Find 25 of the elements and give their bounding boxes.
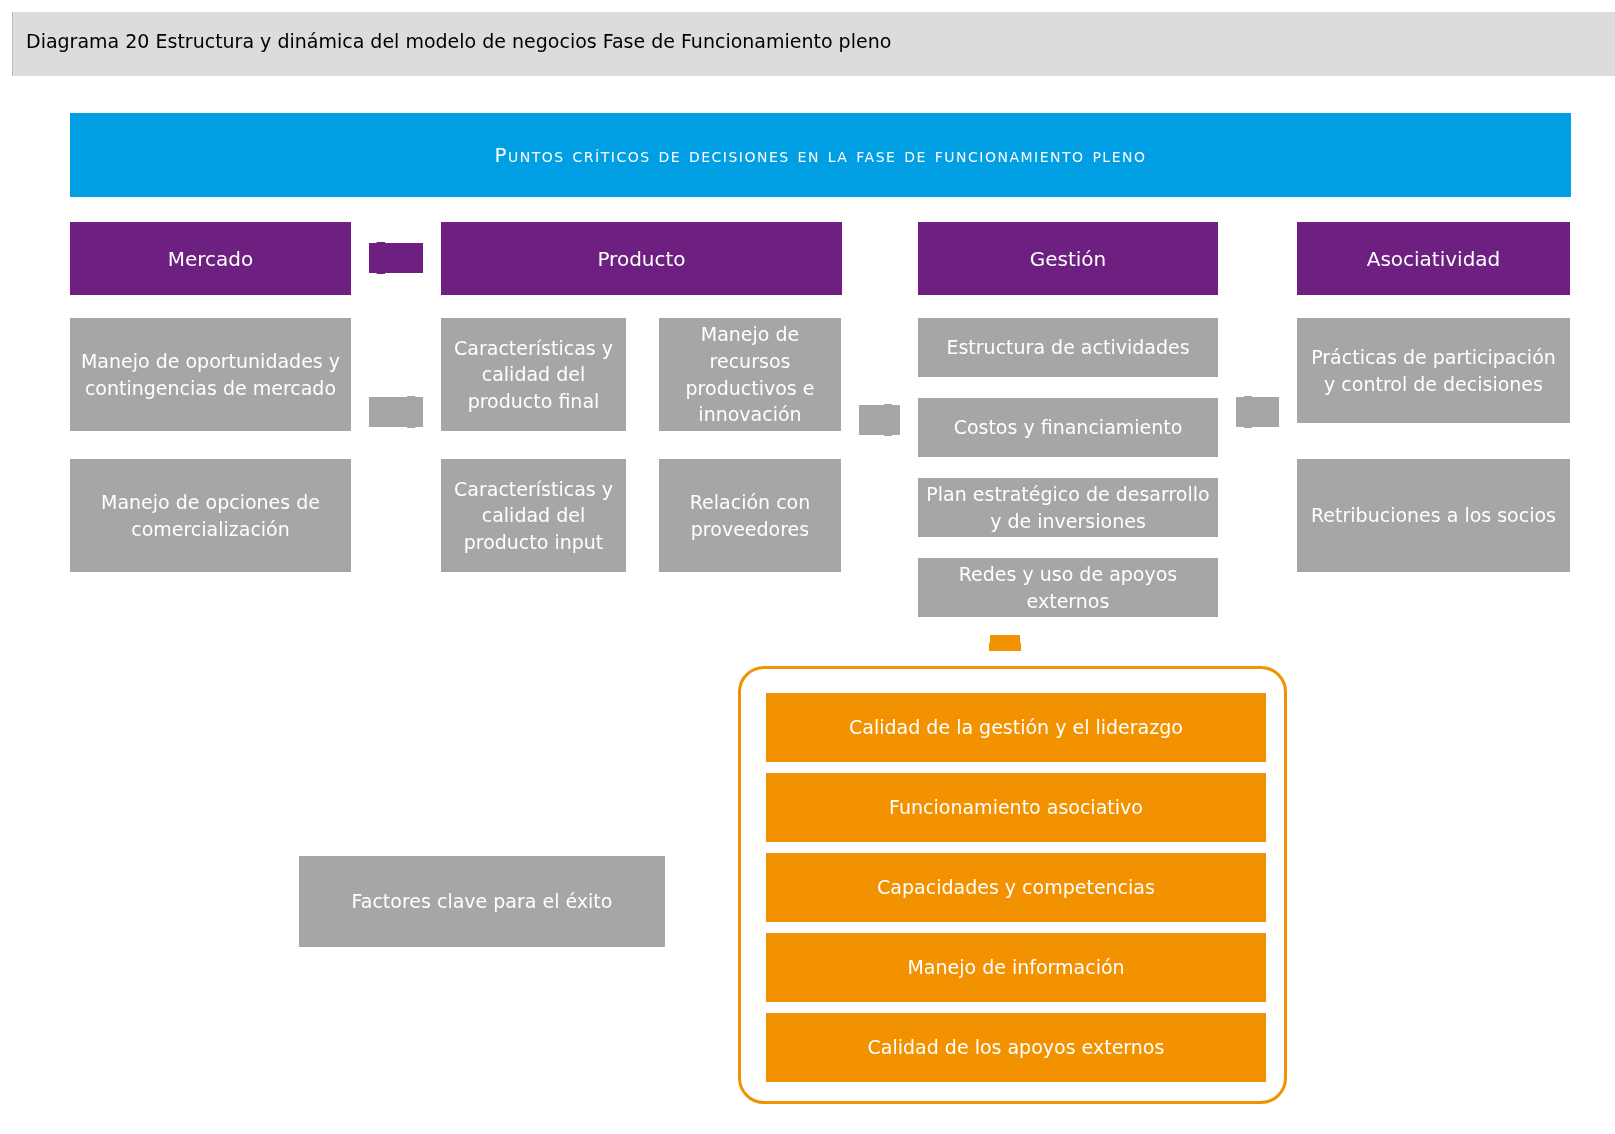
topic-box: Plan estratégico de desarrollo y de inversiones (918, 478, 1218, 537)
topic-box: Costos y financiamiento (918, 398, 1218, 457)
topic-box: Características y calidad del producto final (441, 318, 626, 431)
factor-box: Capacidades y competencias (766, 853, 1266, 922)
factor-box: Manejo de información (766, 933, 1266, 1002)
diagram-title: Diagrama 20 Estructura y dinámica del modelo de negocios Fase de Funcionamiento pleno (26, 30, 892, 52)
topic-box: Estructura de actividades (918, 318, 1218, 377)
topic-box: Características y calidad del producto input (441, 459, 626, 572)
topic-box: Retribuciones a los socios (1297, 459, 1570, 572)
factor-box: Calidad de la gestión y el liderazgo (766, 693, 1266, 762)
topic-box: Manejo de opciones de comercialización (70, 459, 351, 572)
factor-box: Calidad de los apoyos externos (766, 1013, 1266, 1082)
topic-box: Redes y uso de apoyos externos (918, 558, 1218, 617)
topic-box: Manejo de recursos productivos e innovación (659, 318, 841, 431)
category-header: Mercado (70, 222, 351, 295)
banner: Puntos críticos de decisiones en la fase de funcionamiento pleno (70, 113, 1571, 197)
topic-box: Relación con proveedores (659, 459, 841, 572)
category-header: Gestión (918, 222, 1218, 295)
factor-box: Funcionamiento asociativo (766, 773, 1266, 842)
category-header: Producto (441, 222, 842, 295)
category-header: Asociatividad (1297, 222, 1570, 295)
topic-box: Manejo de oportunidades y contingencias de mercado (70, 318, 351, 431)
topic-box: Prácticas de participación y control de decisiones (1297, 318, 1570, 423)
topic-box: Factores clave para el éxito (299, 856, 665, 947)
factor-container (738, 666, 1287, 1104)
